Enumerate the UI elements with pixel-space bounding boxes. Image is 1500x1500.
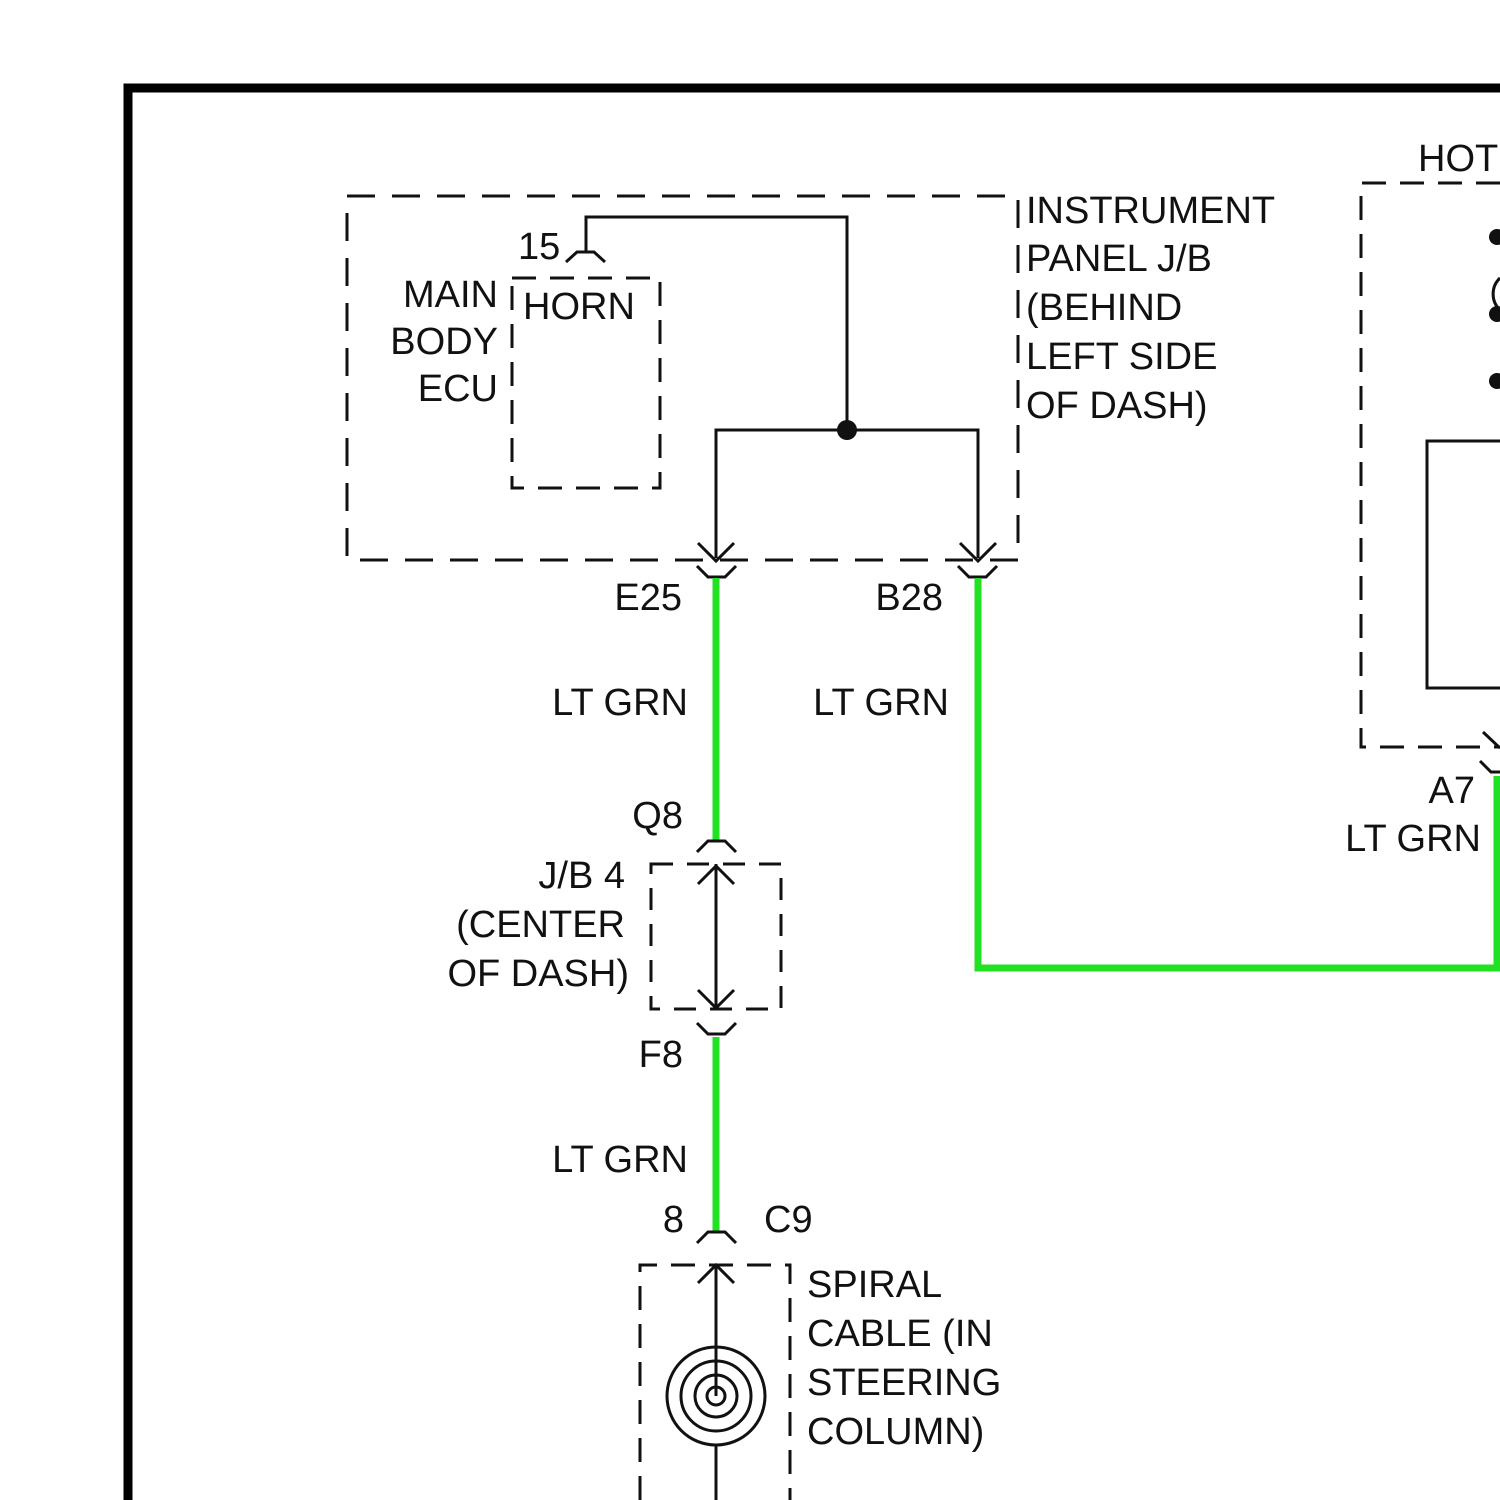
b28-connector — [958, 566, 997, 577]
connector-q8: Q8 — [632, 795, 683, 837]
spiral-line3: STEERING — [807, 1362, 1001, 1404]
ecu-pin-15: 15 — [518, 226, 560, 268]
ip-jb-line1: INSTRUMENT — [1026, 190, 1275, 232]
jb4-line3: OF DASH) — [447, 953, 629, 995]
connector-f8: F8 — [639, 1034, 683, 1076]
wire-color-e25: LT GRN — [552, 682, 688, 724]
ecu-name-line3: ECU — [418, 368, 498, 410]
a7-arrow — [1483, 732, 1500, 748]
hot-component-box — [1361, 183, 1500, 747]
internal-wire-split — [716, 430, 978, 558]
hot-label: HOT — [1418, 138, 1498, 180]
wire-color-f8: LT GRN — [552, 1139, 688, 1181]
ip-jb-line4: LEFT SIDE — [1026, 336, 1217, 378]
connector-b28: B28 — [875, 577, 943, 619]
hot-inner-box — [1427, 441, 1500, 688]
ecu-name-line1: MAIN — [403, 274, 498, 316]
ip-jb-line3: (BEHIND — [1026, 287, 1182, 329]
hot-terminal-2 — [1489, 306, 1500, 322]
spiral-line2: CABLE (IN — [807, 1313, 993, 1355]
wire-color-a7: LT GRN — [1345, 818, 1481, 860]
hot-terminal-3 — [1489, 373, 1500, 389]
pin-15-connector — [566, 252, 605, 262]
ecu-name-line2: BODY — [390, 321, 498, 363]
horn-label: HORN — [523, 286, 635, 328]
ip-jb-line2: PANEL J/B — [1026, 238, 1212, 280]
hot-terminal-1 — [1489, 229, 1500, 245]
spiral-line1: SPIRAL — [807, 1264, 942, 1306]
splice-junction — [837, 420, 857, 440]
wire-b28-to-hot-side — [978, 578, 1500, 968]
hot-switch-arc — [1493, 278, 1500, 310]
q8-connector — [697, 841, 736, 852]
jb4-line2: (CENTER — [456, 904, 625, 946]
e25-connector — [697, 566, 736, 577]
c9-pin-8: 8 — [663, 1199, 684, 1241]
connector-e25: E25 — [614, 577, 682, 619]
ip-jb-line5: OF DASH) — [1026, 385, 1208, 427]
a7-connector — [1480, 761, 1500, 772]
connector-a7: A7 — [1429, 770, 1475, 812]
c9-connector — [697, 1232, 736, 1243]
wire-color-b28: LT GRN — [813, 682, 949, 724]
spiral-line4: COLUMN) — [807, 1411, 984, 1453]
f8-connector — [697, 1023, 736, 1034]
connector-c9: C9 — [764, 1199, 813, 1241]
jb4-line1: J/B 4 — [538, 855, 625, 897]
